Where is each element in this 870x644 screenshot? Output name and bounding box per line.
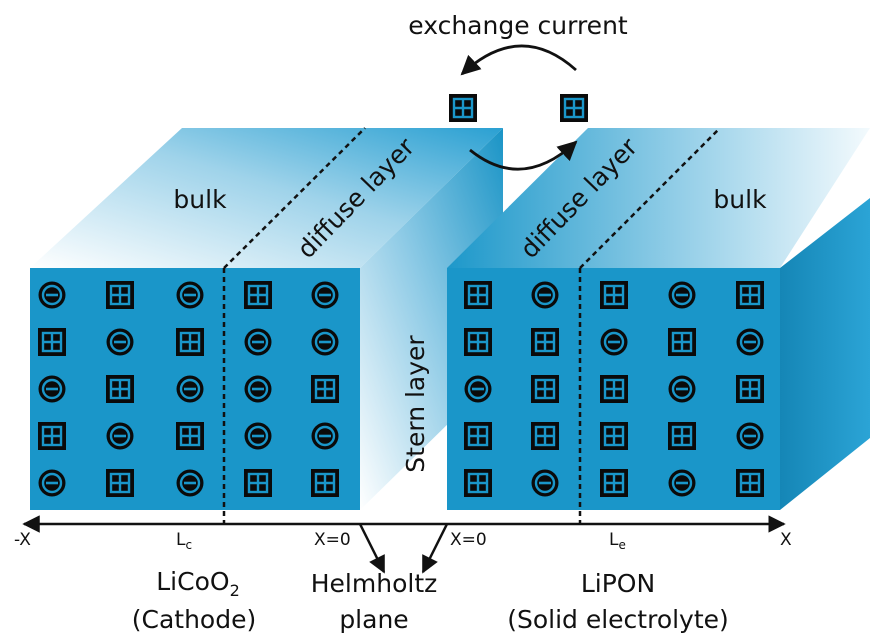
- electrolyte-diffuse-boundary-top: [579, 127, 721, 269]
- stern-layer-label: Stern layer: [401, 335, 430, 473]
- circled-minus-icon: [244, 422, 272, 450]
- cathode-ion-grid: [38, 281, 339, 497]
- circled-minus-icon: [244, 328, 272, 356]
- boxed-plus-icon: [106, 281, 134, 309]
- boxed-plus-icon: [531, 375, 559, 403]
- circled-minus-icon: [106, 328, 134, 356]
- circled-minus-icon: [176, 375, 204, 403]
- electrolyte-side-face: [780, 198, 870, 510]
- boxed-plus-icon: [600, 422, 628, 450]
- circled-minus-icon: [38, 469, 66, 497]
- cathode-block: [30, 127, 503, 524]
- boxed-plus-icon: [736, 375, 764, 403]
- cathode-top-face: [30, 128, 503, 268]
- boxed-plus-icon: [531, 328, 559, 356]
- circled-minus-icon: [668, 281, 696, 309]
- boxed-plus-icon: [600, 375, 628, 403]
- boxed-plus-icon: [38, 422, 66, 450]
- x0-right-label: X=0: [450, 530, 487, 550]
- curved-arrow-icon: [469, 140, 578, 171]
- boxed-plus-icon: [560, 94, 588, 122]
- exchange-ion-pair: [449, 94, 588, 122]
- boxed-plus-icon: [464, 328, 492, 356]
- circled-minus-icon: [668, 375, 696, 403]
- boxed-plus-icon: [464, 469, 492, 497]
- circled-minus-icon: [244, 375, 272, 403]
- boxed-plus-icon: [311, 469, 339, 497]
- circled-minus-icon: [531, 281, 559, 309]
- curved-arrow-icon: [460, 44, 577, 76]
- bulk-label-left: bulk: [173, 185, 227, 214]
- boxed-plus-icon: [38, 328, 66, 356]
- circled-minus-icon: [311, 328, 339, 356]
- circled-minus-icon: [736, 422, 764, 450]
- electrolyte-line-2: (Solid electrolyte): [507, 605, 729, 634]
- circled-minus-icon: [311, 281, 339, 309]
- circled-minus-icon: [176, 469, 204, 497]
- circled-minus-icon: [531, 469, 559, 497]
- boxed-plus-icon: [106, 469, 134, 497]
- circled-minus-icon: [668, 469, 696, 497]
- boxed-plus-icon: [464, 281, 492, 309]
- circled-minus-icon: [38, 281, 66, 309]
- x0-left-label: X=0: [314, 530, 351, 550]
- circled-minus-icon: [736, 328, 764, 356]
- cathode-diffuse-boundary-top: [223, 127, 366, 269]
- circled-minus-icon: [464, 375, 492, 403]
- boxed-plus-icon: [464, 422, 492, 450]
- lc-label: Lc: [176, 530, 192, 552]
- boxed-plus-icon: [668, 328, 696, 356]
- boxed-plus-icon: [736, 469, 764, 497]
- boxed-plus-icon: [668, 422, 696, 450]
- boxed-plus-icon: [244, 281, 272, 309]
- boxed-plus-icon: [311, 375, 339, 403]
- neg-x-label: -X: [14, 530, 31, 550]
- boxed-plus-icon: [106, 375, 134, 403]
- circled-minus-icon: [176, 281, 204, 309]
- boxed-plus-icon: [736, 281, 764, 309]
- cathode-side-face: [360, 128, 503, 510]
- cathode-formula: LiCoO2: [156, 567, 240, 600]
- electrolyte-line-1: LiPON: [581, 569, 655, 598]
- le-label: Le: [609, 530, 626, 552]
- helmholtz-line-2: plane: [339, 605, 408, 634]
- circled-minus-icon: [106, 422, 134, 450]
- boxed-plus-icon: [244, 469, 272, 497]
- circled-minus-icon: [38, 375, 66, 403]
- electrolyte-top-face: [447, 128, 870, 268]
- boxed-plus-icon: [176, 422, 204, 450]
- circled-minus-icon: [311, 422, 339, 450]
- exchange-current-label: exchange current: [408, 11, 628, 40]
- boxed-plus-icon: [600, 281, 628, 309]
- cathode-desc: (Cathode): [132, 605, 256, 634]
- bulk-label-right: bulk: [713, 185, 767, 214]
- helmholtz-line-1: Helmholtz: [311, 569, 438, 598]
- boxed-plus-icon: [600, 469, 628, 497]
- electrolyte-ion-grid: [464, 281, 764, 497]
- helmholtz-arrow-right: [421, 523, 449, 574]
- exchange-current-group: exchange current: [408, 11, 628, 171]
- boxed-plus-icon: [531, 422, 559, 450]
- circled-minus-icon: [600, 328, 628, 356]
- boxed-plus-icon: [176, 328, 204, 356]
- helmholtz-arrow-left: [358, 523, 386, 574]
- boxed-plus-icon: [449, 94, 477, 122]
- pos-x-label: X: [780, 530, 792, 550]
- x-axis: -X Lc X=0 X=0 Le X: [14, 515, 792, 574]
- electrolyte-block: [447, 127, 870, 524]
